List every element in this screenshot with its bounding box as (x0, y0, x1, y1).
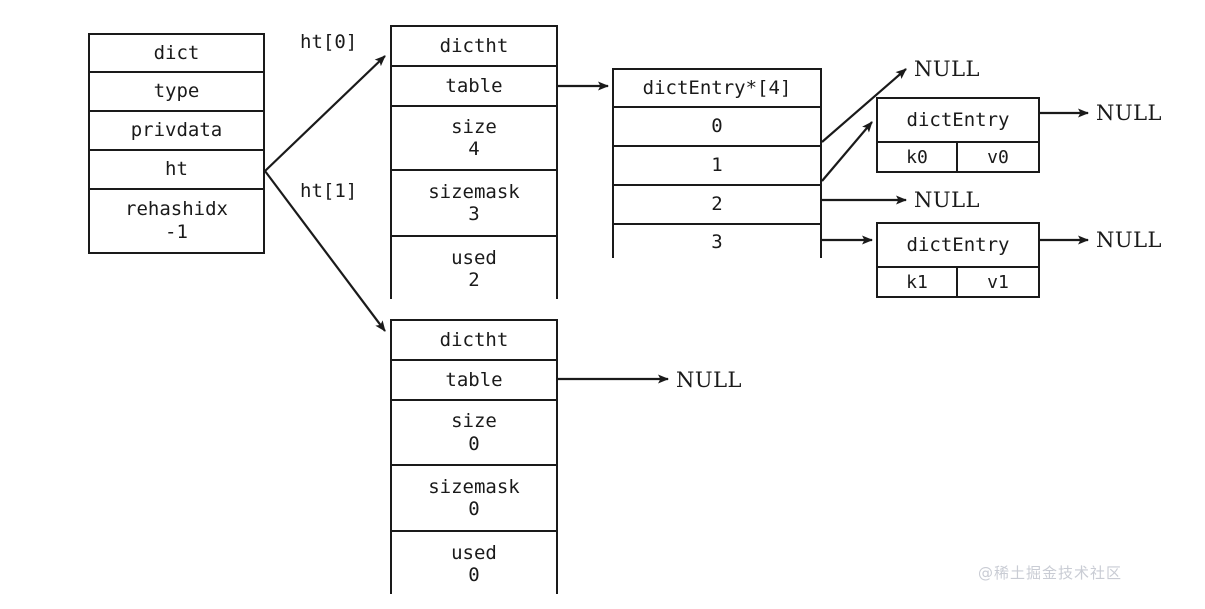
dict-field-rehashidx: rehashidx -1 (90, 190, 263, 251)
dictht0-title: dictht (439, 34, 509, 57)
null-label-entry0-next: NULL (1096, 101, 1162, 125)
dict-field-ht-label: ht (165, 158, 188, 181)
dict-field-ht: ht (90, 151, 263, 190)
null-label-slot0: NULL (914, 57, 980, 81)
null-label-entry1-next: NULL (1096, 228, 1162, 252)
dict-entry-1-kv-row: k1 v1 (878, 268, 1038, 298)
dictht0-field-table: table (392, 67, 556, 107)
bucket-slot-3: 3 (614, 225, 820, 260)
dict-entry-0-title: dictEntry (878, 99, 1038, 143)
dictht1-title: dictht (439, 328, 509, 351)
dictht0-field-size-value: 4 (468, 138, 480, 160)
dict-entry-0-key: k0 (878, 143, 958, 173)
dict-title-row: dict (90, 35, 263, 73)
dictht1-field-sizemask-label: sizemask (428, 475, 520, 498)
dictht1-field-used-label: used (451, 541, 497, 564)
dictht1-field-size-value: 0 (468, 432, 480, 455)
dictht1-field-sizemask: sizemask 0 (392, 466, 556, 532)
dict-field-type-label: type (153, 80, 200, 103)
dict-field-type: type (90, 73, 263, 112)
dictht0-struct-box: dictht table size 4 sizemask 3 used 2 (390, 25, 558, 301)
dictht0-title-row: dictht (392, 27, 556, 67)
dict-entry-1-title: dictEntry (878, 224, 1038, 268)
dict-field-privdata: privdata (90, 112, 263, 151)
dictht0-field-used: used 2 (392, 237, 556, 301)
arrow-ht0 (264, 55, 386, 172)
dict-field-rehashidx-label: rehashidx (125, 198, 228, 221)
dict-title: dict (153, 41, 200, 64)
pointer-label-ht0: ht[0] (300, 31, 358, 53)
dictht0-field-used-value: 2 (468, 269, 480, 291)
pointer-label-ht1: ht[1] (300, 180, 358, 202)
bucket-slot-3-index: 3 (711, 231, 723, 254)
dictht0-field-size: size 4 (392, 107, 556, 171)
dictht1-title-row: dictht (392, 321, 556, 361)
dictht0-field-size-label: size (451, 115, 497, 138)
bucket-array-box: dictEntry*[4] 0 1 2 3 (612, 68, 822, 260)
null-label-slot2: NULL (914, 188, 980, 212)
dictht1-field-size-label: size (451, 410, 497, 433)
dictht1-struct-box: dictht table size 0 sizemask 0 used 0 (390, 319, 558, 596)
null-label-dictht1-table: NULL (676, 368, 742, 392)
bucket-slot-1: 1 (614, 147, 820, 186)
dictht1-field-used-value: 0 (468, 564, 480, 586)
dict-struct-box: dict type privdata ht rehashidx -1 (88, 33, 265, 254)
dictht1-field-size: size 0 (392, 401, 556, 466)
dict-entry-1-key: k1 (878, 268, 958, 298)
dictht0-field-sizemask-label: sizemask (428, 180, 520, 203)
dict-entry-0-kv-row: k0 v0 (878, 143, 1038, 173)
bucket-slot-0: 0 (614, 108, 820, 147)
bucket-slot-2-index: 2 (711, 193, 723, 216)
dictht1-field-table: table (392, 361, 556, 401)
dict-entry-0-box: dictEntry k0 v0 (876, 97, 1040, 173)
dict-entry-1-box: dictEntry k1 v1 (876, 222, 1040, 298)
dictht0-field-table-label: table (445, 74, 503, 97)
bucket-slot-2: 2 (614, 186, 820, 225)
bucket-slot-1-index: 1 (711, 154, 723, 177)
bucket-array-title-row: dictEntry*[4] (614, 70, 820, 108)
dictht1-field-used: used 0 (392, 532, 556, 596)
dictht0-field-used-label: used (451, 246, 497, 269)
dict-entry-0-value: v0 (987, 147, 1009, 169)
arrow-slot1-entry0 (821, 121, 873, 182)
bucket-array-title: dictEntry*[4] (642, 76, 792, 99)
cut-off-caption-text (64, 0, 824, 7)
dictht0-field-sizemask: sizemask 3 (392, 171, 556, 237)
bucket-slot-0-index: 0 (711, 115, 723, 138)
site-watermark: @稀土掘金技术社区 (978, 564, 1123, 582)
dict-field-privdata-label: privdata (130, 119, 223, 142)
dict-field-rehashidx-value: -1 (165, 220, 188, 243)
dictht0-field-sizemask-value: 3 (468, 203, 480, 225)
dictht1-field-sizemask-value: 0 (468, 498, 480, 520)
dict-entry-1-value: v1 (987, 272, 1009, 294)
dictht1-field-table-label: table (445, 368, 503, 391)
